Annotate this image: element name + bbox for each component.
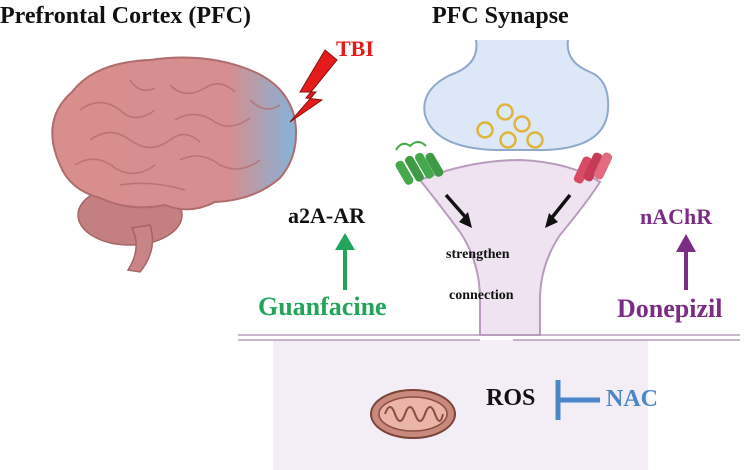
label-donepizil: Donepizil xyxy=(617,294,723,323)
label-ros: ROS xyxy=(486,385,536,411)
cell-membrane xyxy=(238,334,740,341)
strengthen-arrows xyxy=(444,193,572,222)
label-guanfacine: Guanfacine xyxy=(258,292,387,321)
label-connection: connection xyxy=(449,288,514,303)
title-prefrontal-cortex: Prefrontal Cortex (PFC) xyxy=(0,3,252,29)
label-a2a-ar: a2A-AR xyxy=(288,203,365,228)
brain-icon xyxy=(51,56,297,273)
postsynaptic-spine xyxy=(418,158,602,336)
guanfacine-arrow xyxy=(335,233,355,290)
nac-inhibition-bar xyxy=(555,380,600,420)
nachr-receptor-icon xyxy=(573,152,613,184)
label-strengthen: strengthen xyxy=(446,247,510,262)
label-nachr: nAChR xyxy=(640,204,713,229)
cell-body-box xyxy=(273,340,648,470)
donepizil-arrow xyxy=(676,234,696,290)
alpha2a-receptor-icon xyxy=(395,141,444,185)
presynaptic-terminal xyxy=(423,39,610,151)
label-nac: NAC xyxy=(606,386,658,412)
title-pfc-synapse: PFC Synapse xyxy=(432,3,569,29)
vesicles xyxy=(476,103,544,149)
mitochondrion-icon xyxy=(370,389,456,439)
lightning-bolt-icon xyxy=(289,49,338,123)
label-tbi: TBI xyxy=(336,36,374,61)
